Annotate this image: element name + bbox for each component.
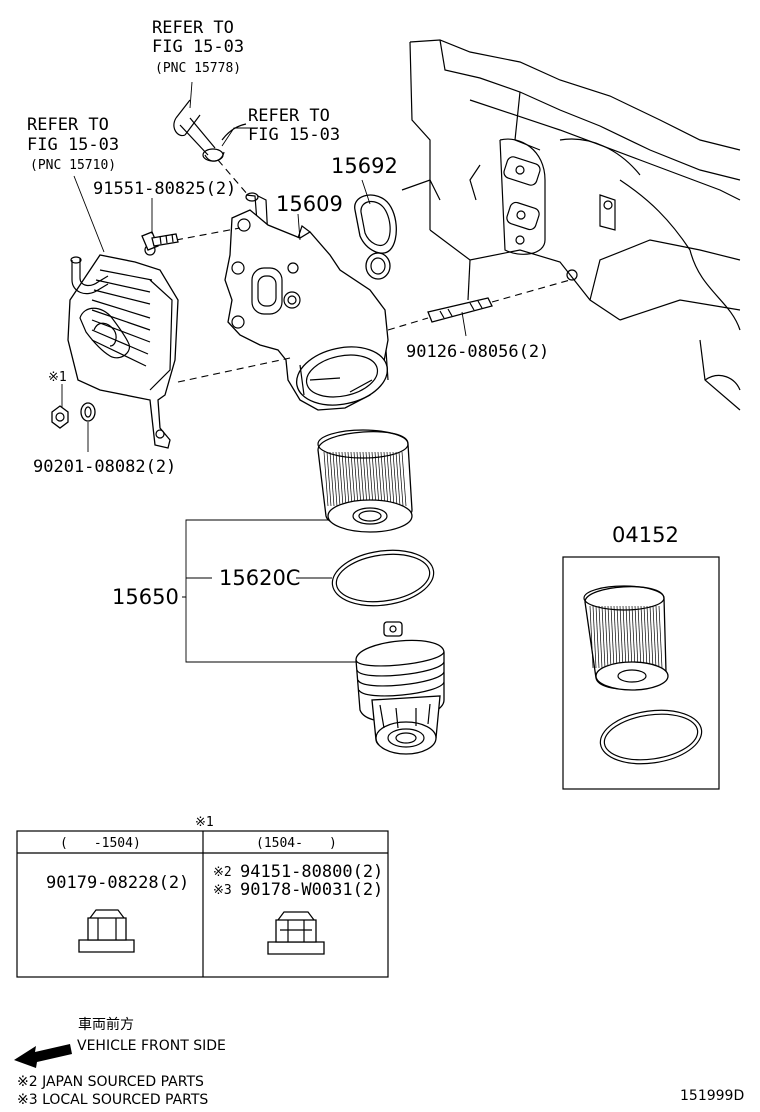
vehicle-front-arrow-icon [14,1044,72,1068]
callout-element-kit: 04152 [612,523,679,547]
note-japan-sourced: ※2 JAPAN SOURCED PARTS [17,1074,204,1090]
table-col2-header: (1504- ) [256,836,337,851]
refer-left-line2: FIG 15-03 [27,135,119,155]
refer-top-line1: REFER TO [152,18,234,38]
vehicle-front-jp: 車両前方 [78,1016,134,1033]
table-col2-mark-a: ※2 [213,865,232,880]
gasket-drawing [354,194,397,280]
table-col2-part-b: 90178-W0031(2) [240,880,383,900]
table-col2-mark-b: ※3 [213,883,232,898]
stud-bolt-drawing [387,279,571,331]
callout-washer: 90201-08082(2) [33,457,176,477]
vehicle-front-label: VEHICLE FRONT SIDE [77,1038,226,1054]
callout-housing: 15609 [276,192,343,216]
callout-oring: 15620C [219,566,300,590]
table-col1-header: ( -1504) [60,836,141,851]
figure-id: 151999D [680,1088,744,1104]
callout-gasket: 15692 [331,154,398,178]
filter-cap-drawing [355,621,445,755]
oil-cooler-drawing [67,227,291,449]
table-note-mark: ※1 [195,815,214,830]
refer-left-line3: (PNC 15710) [30,158,116,173]
flange-nut-drawing-a [78,909,135,953]
flange-bolt-drawing [141,231,179,251]
callout-bolt: 91551-80825(2) [93,179,236,199]
nut-washer-drawing [51,402,96,429]
refer-mid-line1: REFER TO [248,106,330,126]
callout-stud: 90126-08056(2) [406,342,549,362]
leader-lines [61,81,467,663]
refer-mid-line2: FIG 15-03 [248,125,340,145]
variant-table: ※1 ( -1504) (1504- ) 90179-08228(2) ※2 9… [16,815,389,978]
callout-nut-note: ※1 [48,370,67,385]
table-col2-part-a: 94151-80800(2) [240,862,383,882]
flange-nut-drawing-b [267,911,325,955]
o-ring-drawing [331,549,435,607]
engine-block-drawing [401,39,741,411]
kit-box [562,556,720,790]
filter-element-drawing [317,429,413,533]
callout-filter-assy: 15650 [112,585,179,609]
refer-top-line3: (PNC 15778) [155,61,241,76]
refer-left-line1: REFER TO [27,115,109,135]
refer-top-line2: FIG 15-03 [152,37,244,57]
element-kit-drawing [562,556,720,790]
note-local-sourced: ※3 LOCAL SOURCED PARTS [17,1092,208,1108]
oil-filter-housing-drawing [224,209,389,411]
table-col1-part: 90179-08228(2) [46,873,189,893]
